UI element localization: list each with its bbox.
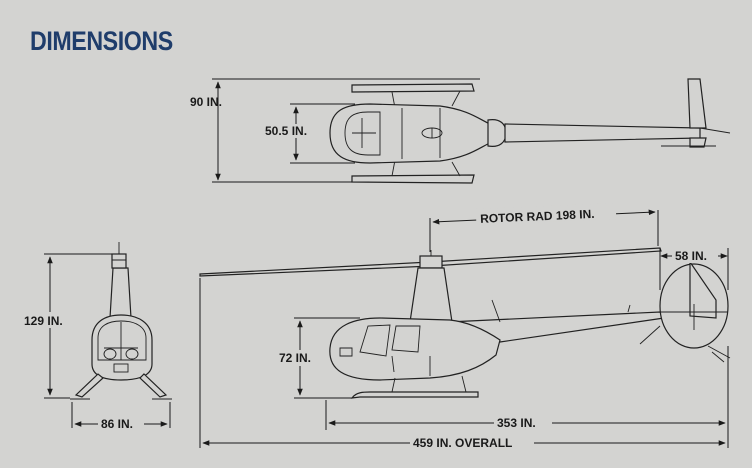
- tail-rotor-label: 58 IN.: [675, 249, 707, 263]
- front-height-label: 129 IN.: [24, 314, 63, 328]
- top-cabin-width-label: 50.5 IN.: [265, 124, 307, 138]
- cabin-height-label: 72 IN.: [279, 351, 311, 365]
- front-width-label: 86 IN.: [101, 417, 133, 431]
- front-view-helicopter: [70, 242, 172, 400]
- side-view-helicopter: [199, 247, 731, 399]
- side-view-dimensions: [199, 202, 729, 450]
- top-view-helicopter: [329, 78, 731, 184]
- overall-length-label: 459 IN. OVERALL: [413, 436, 512, 450]
- top-width-label: 90 IN.: [190, 95, 222, 109]
- top-view-dimensions: [212, 78, 480, 183]
- rotor-radius-label: ROTOR RAD 198 IN.: [480, 207, 595, 226]
- front-view-dimensions: [22, 253, 171, 430]
- page-title: DIMENSIONS: [30, 26, 173, 56]
- fuselage-length-label: 353 IN.: [497, 416, 536, 430]
